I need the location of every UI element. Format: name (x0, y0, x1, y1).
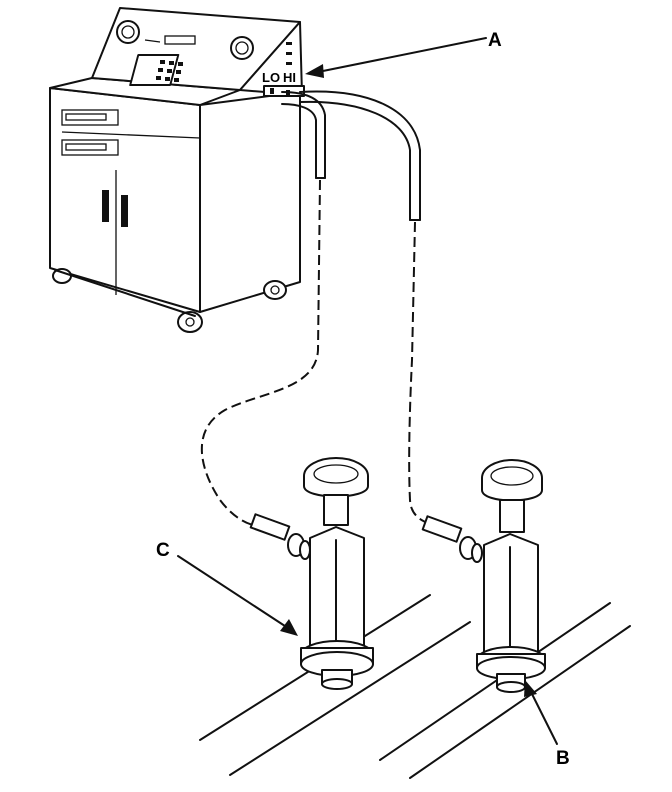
lo-port-label: LO (262, 70, 280, 85)
callout-a: A (305, 30, 502, 78)
callout-c: C (156, 540, 298, 636)
callout-b-label: B (556, 748, 570, 769)
callout-b: B (524, 680, 570, 769)
service-ports: LO HI (262, 70, 305, 97)
low-side-hose (200, 91, 326, 527)
callout-a-label: A (488, 30, 502, 51)
hi-port-label: HI (283, 70, 296, 85)
low-side-valve-assembly (249, 457, 374, 690)
ac-service-station (49, 7, 303, 333)
high-side-hose (299, 90, 431, 525)
callout-c-label: C (156, 540, 170, 561)
high-side-valve-assembly (421, 459, 546, 693)
